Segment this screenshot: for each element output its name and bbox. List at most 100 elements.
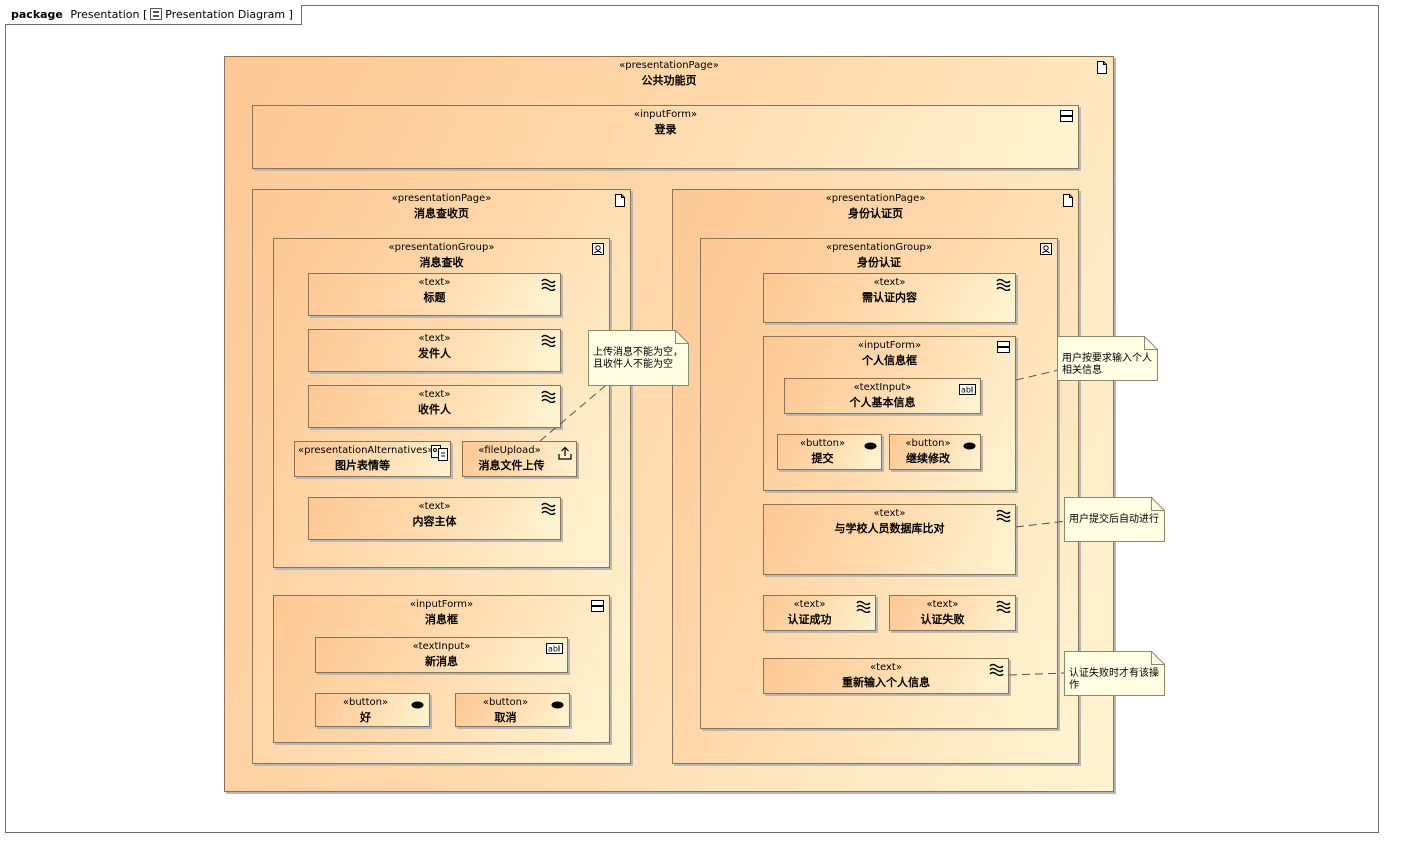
message-page-stereotype: «presentationPage» — [391, 193, 492, 204]
compare-note[interactable]: 用户提交后自动进行 — [1064, 497, 1165, 542]
identity-group-stereotype: «presentationGroup» — [826, 242, 932, 253]
alternatives-icon — [431, 445, 448, 461]
frame-diagram-name: Presentation Diagram — [165, 8, 286, 21]
auth-content-stereotype: «text» — [873, 277, 906, 288]
fail-note-text: 认证失败时才有该操作 — [1069, 668, 1159, 691]
login-stereotype: «inputForm» — [633, 109, 698, 120]
basic-info-stereotype: «textInput» — [853, 382, 912, 393]
upload-icon — [558, 446, 572, 460]
message-form-name: 消息框 — [425, 613, 458, 626]
frame-keyword: package — [11, 8, 63, 21]
message-form-stereotype: «inputForm» — [409, 599, 474, 610]
text-sender-stereotype: «text» — [418, 333, 451, 344]
cancel-button-stereotype: «button» — [482, 697, 529, 708]
login-name: 登录 — [654, 123, 677, 136]
text-receiver-stereotype: «text» — [418, 389, 451, 400]
ok-button-stereotype: «button» — [342, 697, 389, 708]
auth-success-stereotype: «text» — [793, 599, 826, 610]
text-icon — [856, 600, 871, 613]
diagram-frame — [5, 5, 1379, 833]
text-sender[interactable]: «text» 发件人 — [308, 329, 561, 372]
text-input-icon — [959, 384, 976, 395]
file-upload-name: 消息文件上传 — [478, 459, 545, 472]
text-icon — [541, 334, 556, 347]
note-fold-icon — [675, 330, 689, 344]
text-icon — [541, 278, 556, 291]
alternatives-name: 图片表情等 — [335, 459, 390, 472]
text-body[interactable]: «text» 内容主体 — [308, 497, 561, 540]
message-group-stereotype: «presentationGroup» — [388, 242, 495, 253]
text-auth-content[interactable]: «text» 需认证内容 — [763, 273, 1016, 323]
button-icon — [411, 701, 424, 709]
button-icon — [864, 442, 877, 450]
upload-note[interactable]: 上传消息不能为空，且收件人不能为空 — [588, 330, 689, 386]
page-icon — [1063, 194, 1073, 207]
text-body-name: 内容主体 — [412, 515, 457, 528]
message-group-name: 消息查收 — [419, 256, 464, 269]
auth-content-name: 需认证内容 — [862, 291, 917, 304]
text-sender-name: 发件人 — [418, 347, 451, 360]
db-compare-stereotype: «text» — [873, 508, 906, 519]
note-fold-icon — [1144, 336, 1158, 350]
cancel-button[interactable]: «button» 取消 — [455, 693, 570, 727]
text-receiver[interactable]: «text» 收件人 — [308, 385, 561, 428]
fail-note[interactable]: 认证失败时才有该操作 — [1064, 651, 1165, 696]
text-auth-fail[interactable]: «text» 认证失败 — [889, 595, 1016, 631]
submit-button[interactable]: «button» 提交 — [777, 434, 882, 470]
text-body-stereotype: «text» — [418, 501, 451, 512]
note-fold-icon — [1151, 651, 1165, 665]
group-icon — [592, 243, 604, 255]
new-message-name: 新消息 — [425, 655, 458, 668]
root-name: 公共功能页 — [641, 74, 697, 87]
compare-note-text: 用户提交后自动进行 — [1069, 514, 1159, 525]
reenter-name: 重新输入个人信息 — [842, 676, 930, 689]
page-icon — [615, 194, 625, 207]
info-note[interactable]: 用户按要求输入个人相关信息 — [1057, 336, 1158, 381]
new-message-input[interactable]: «textInput» 新消息 — [315, 637, 568, 673]
root-stereotype: «presentationPage» — [619, 60, 719, 71]
file-upload[interactable]: «fileUpload» 消息文件上传 — [462, 441, 577, 477]
text-auth-success[interactable]: «text» 认证成功 — [763, 595, 876, 631]
note-fold-icon — [1151, 497, 1165, 511]
upload-note-text: 上传消息不能为空，且收件人不能为空 — [593, 347, 683, 370]
alternatives-images[interactable]: «presentationAlternatives» 图片表情等 — [294, 441, 451, 477]
login-form[interactable]: «inputForm» 登录 — [252, 105, 1079, 169]
basic-info-input[interactable]: «textInput» 个人基本信息 — [784, 378, 981, 414]
identity-page-name: 身份认证页 — [848, 207, 903, 220]
submit-button-stereotype: «button» — [799, 438, 846, 449]
auth-fail-stereotype: «text» — [926, 599, 959, 610]
auth-success-name: 认证成功 — [787, 613, 832, 626]
personal-info-name: 个人信息框 — [862, 354, 917, 367]
form-icon — [997, 341, 1010, 353]
button-icon — [551, 701, 564, 709]
new-message-stereotype: «textInput» — [412, 641, 471, 652]
text-icon — [541, 390, 556, 403]
alternatives-stereotype: «presentationAlternatives» — [298, 445, 434, 456]
continue-edit-button[interactable]: «button» 继续修改 — [889, 434, 981, 470]
submit-button-name: 提交 — [811, 452, 834, 465]
form-icon — [591, 600, 604, 612]
text-input-icon — [546, 643, 563, 654]
ok-button-name: 好 — [360, 711, 371, 724]
text-icon — [996, 509, 1011, 522]
text-reenter-info[interactable]: «text» 重新输入个人信息 — [763, 658, 1009, 694]
continue-edit-name: 继续修改 — [906, 452, 950, 465]
personal-info-stereotype: «inputForm» — [857, 340, 922, 351]
basic-info-name: 个人基本信息 — [849, 396, 916, 409]
button-icon — [963, 442, 976, 450]
diagram-frame-header: package Presentation [Presentation Diagr… — [5, 5, 302, 25]
text-icon — [541, 502, 556, 515]
reenter-stereotype: «text» — [870, 662, 902, 673]
ok-button[interactable]: «button» 好 — [315, 693, 430, 727]
form-icon — [1060, 110, 1073, 122]
text-db-compare[interactable]: «text» 与学校人员数据库比对 — [763, 504, 1016, 575]
auth-fail-name: 认证失败 — [920, 613, 965, 626]
text-receiver-name: 收件人 — [418, 403, 451, 416]
cancel-button-name: 取消 — [494, 711, 517, 724]
identity-group-name: 身份认证 — [857, 256, 901, 269]
text-title[interactable]: «text» 标题 — [308, 273, 561, 316]
text-icon — [996, 278, 1011, 291]
info-note-text: 用户按要求输入个人相关信息 — [1062, 353, 1152, 376]
group-icon — [1040, 243, 1052, 255]
text-title-stereotype: «text» — [418, 277, 451, 288]
